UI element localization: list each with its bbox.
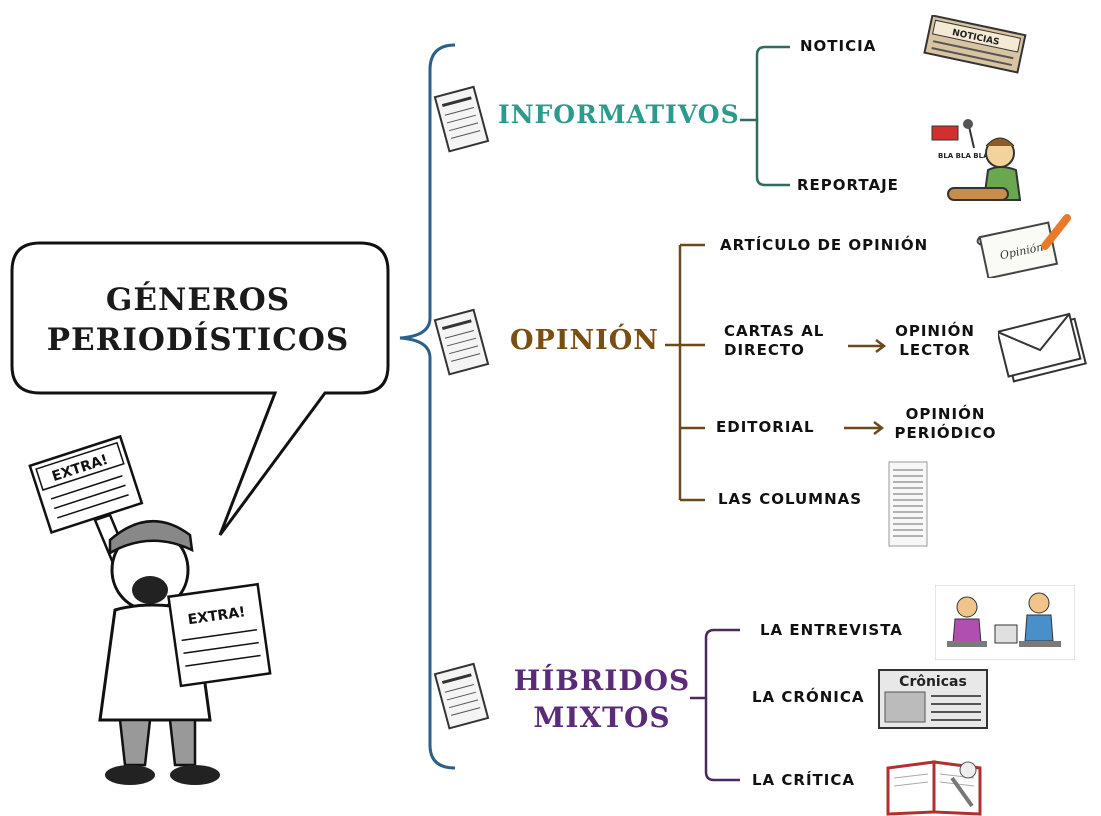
category-hibridos-line-2: MIXTOS [533, 701, 671, 734]
opinion-bracket [665, 243, 887, 502]
item-opinion-periodico: OPINIÓN PERIÓDICO [888, 405, 1003, 443]
column-article-icon [888, 461, 928, 547]
reporter-icon: BLA BLA BLA [931, 119, 1022, 201]
item-cartas-al-directo: CARTAS AL DIRECTO [724, 322, 824, 360]
interview-icon [935, 585, 1075, 660]
newspaper-icon [433, 308, 490, 376]
category-opinion: OPINIÓN [510, 325, 659, 356]
item-la-cronica: LA CRÓNICA [752, 688, 865, 706]
category-informativos: INFORMATIVOS [498, 100, 740, 129]
hibridos-bracket [690, 628, 740, 782]
item-editorial: EDITORIAL [716, 418, 815, 436]
item-opinion-lector-line-1: OPINIÓN [895, 322, 975, 340]
title-line-2: PERIODÍSTICOS [46, 322, 350, 358]
opinion-scroll-icon: Opinión [976, 214, 1071, 278]
item-opinion-periodico-line-1: OPINIÓN [905, 405, 986, 423]
main-brace [399, 43, 456, 770]
title-line-1: GÉNEROS [105, 282, 291, 318]
newspaper-icon [433, 85, 490, 153]
newspaper-icon [433, 662, 490, 730]
newsboy-illustration: EXTRA! EXTRA! [28, 434, 272, 785]
item-articulo-opinion: ARTÍCULO DE OPINIÓN [720, 236, 929, 254]
bla-bla-text: BLA BLA BLA [938, 152, 989, 160]
item-reportaje: REPORTAJE [797, 176, 899, 194]
item-las-columnas: LAS COLUMNAS [718, 490, 863, 508]
newspapers-stack-icon: NOTICIAS [923, 15, 1027, 74]
cronicas-text: Crônicas [899, 674, 967, 690]
item-opinion-lector-line-2: LECTOR [899, 341, 971, 359]
item-noticia: NOTICIA [800, 37, 877, 55]
speech-bubble [10, 241, 390, 536]
cronicas-newspaper-icon: Crônicas [878, 669, 988, 729]
item-opinion-lector: OPINIÓN LECTOR [885, 322, 985, 360]
critic-book-icon [886, 760, 982, 816]
item-opinion-periodico-line-2: PERIÓDICO [894, 424, 997, 442]
category-hibridos: HÍBRIDOS MIXTOS [512, 662, 692, 736]
item-cartas-line-2: DIRECTO [724, 341, 805, 359]
envelope-icon [998, 312, 1087, 383]
extra-text-2: EXTRA! [187, 604, 247, 628]
informativos-bracket [740, 45, 790, 187]
item-cartas-line-1: CARTAS AL [724, 322, 825, 340]
category-hibridos-line-1: HÍBRIDOS [513, 664, 691, 697]
item-la-entrevista: LA ENTREVISTA [760, 621, 903, 639]
item-la-critica: LA CRÍTICA [752, 771, 855, 789]
diagram-title: GÉNEROS PERIODÍSTICOS [10, 280, 386, 360]
